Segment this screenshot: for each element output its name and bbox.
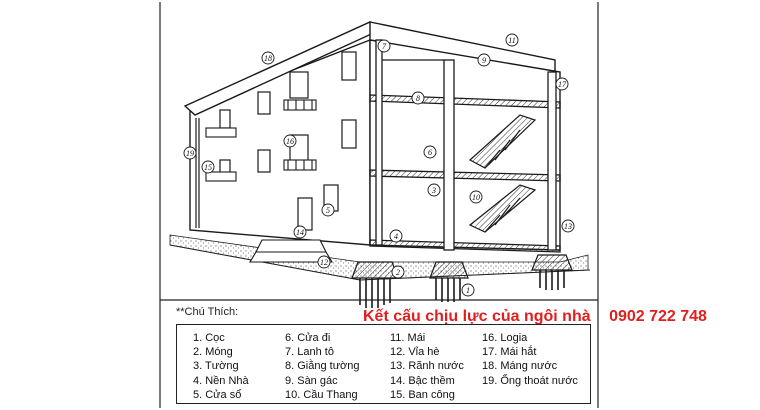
legend-item: 2. Móng bbox=[193, 346, 233, 359]
legend-box: 1. Cọc 2. Móng 3. Tường 4. Nền Nhà 5. Cử… bbox=[176, 324, 591, 404]
headline-title: Kết cấu chịu lực của ngôi nhà bbox=[363, 308, 591, 325]
legend-item: 17. Mái hắt bbox=[482, 346, 537, 359]
callout-14: 14 bbox=[296, 228, 304, 237]
headline-phone: 0902 722 748 bbox=[609, 308, 707, 325]
legend-item: 13. Rãnh nước bbox=[390, 360, 464, 373]
legend-item: 8. Giằng tường bbox=[285, 360, 360, 373]
callout-16: 16 bbox=[286, 137, 294, 146]
legend-title: **Chú Thích: bbox=[176, 306, 239, 318]
callout-3: 3 bbox=[431, 186, 436, 195]
legend-item: 14. Bậc thềm bbox=[390, 374, 455, 387]
headline: Kết cấu chịu lực của ngôi nhà 0902 722 7… bbox=[363, 308, 707, 326]
callout-5: 5 bbox=[326, 206, 330, 215]
callout-numbers: 1 2 3 4 5 6 7 8 9 10 11 12 13 14 15 16 1… bbox=[186, 36, 572, 295]
legend-item: 1. Cọc bbox=[193, 332, 225, 344]
callout-9: 9 bbox=[482, 56, 486, 65]
callout-18: 18 bbox=[264, 54, 272, 63]
callout-1: 1 bbox=[466, 286, 470, 295]
legend-item: 4. Nền Nhà bbox=[193, 374, 249, 387]
legend-item: 9. Sàn gác bbox=[285, 374, 338, 387]
callout-markers bbox=[183, 33, 575, 297]
callout-19: 19 bbox=[186, 149, 194, 158]
legend-item: 11. Mái bbox=[390, 332, 426, 344]
legend-item: 5. Cửa sổ bbox=[193, 388, 242, 401]
callout-11: 11 bbox=[508, 36, 515, 45]
legend-item: 18. Máng nước bbox=[482, 360, 558, 373]
front-windows bbox=[219, 51, 357, 231]
legend-item: 3. Tường bbox=[193, 360, 239, 373]
balconies bbox=[205, 99, 317, 182]
legend-item: 16. Logia bbox=[482, 332, 528, 344]
legend-item: 10. Cầu Thang bbox=[285, 388, 358, 401]
legend-item: 19. Ống thoát nước bbox=[482, 374, 578, 387]
legend-column-4: 16. Logia 17. Mái hắt 18. Máng nước 19. … bbox=[482, 331, 578, 388]
callout-6: 6 bbox=[428, 148, 432, 157]
callout-8: 8 bbox=[416, 94, 420, 103]
legend-column-3: 11. Mái 12. Vỉa hè 13. Rãnh nước 14. Bậc… bbox=[390, 331, 464, 402]
legend-column-2: 6. Cửa đi 7. Lanh tô 8. Giằng tường 9. S… bbox=[285, 331, 360, 402]
callout-12: 12 bbox=[320, 258, 328, 267]
staircase bbox=[468, 114, 537, 233]
callout-15: 15 bbox=[204, 163, 212, 172]
legend-item: 6. Cửa đi bbox=[285, 332, 331, 344]
foundations bbox=[351, 254, 573, 308]
legend-item: 12. Vỉa hè bbox=[390, 346, 440, 359]
callout-7: 7 bbox=[382, 42, 387, 51]
callout-10: 10 bbox=[472, 193, 480, 202]
callout-2: 2 bbox=[396, 268, 400, 277]
drainpipe bbox=[195, 118, 200, 228]
page-frame bbox=[159, 2, 599, 408]
legend-item: 7. Lanh tô bbox=[285, 346, 334, 359]
callout-13: 13 bbox=[564, 222, 572, 231]
callout-4: 4 bbox=[394, 232, 398, 241]
legend-column-1: 1. Cọc 2. Móng 3. Tường 4. Nền Nhà 5. Cử… bbox=[193, 331, 249, 402]
callout-17: 17 bbox=[558, 80, 567, 89]
interior-walls bbox=[375, 39, 557, 251]
legend-item: 15. Ban công bbox=[390, 388, 455, 401]
entrance-steps bbox=[249, 239, 333, 263]
